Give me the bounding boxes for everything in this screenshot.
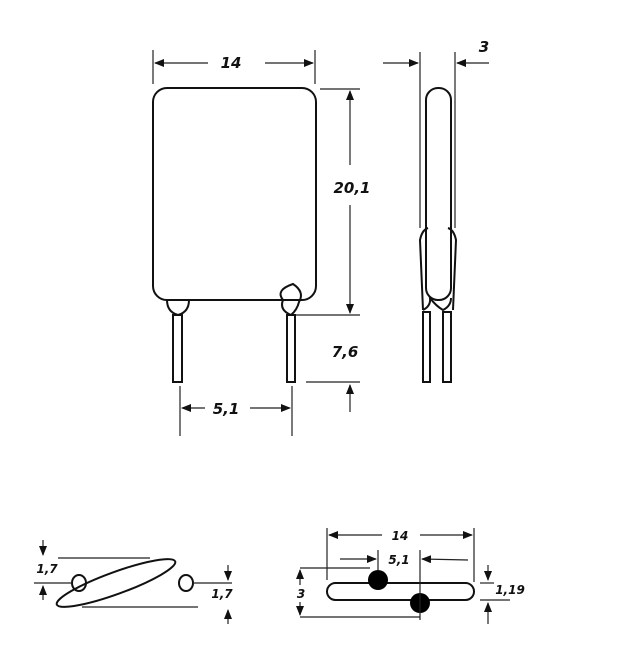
- side-body: [425, 87, 452, 301]
- lead-left: [172, 314, 183, 383]
- side-coating: [418, 227, 458, 311]
- lead-dot-top: [368, 570, 388, 590]
- lead-circle-right: [178, 574, 194, 592]
- pitch-dimension: 5,1: [213, 400, 240, 418]
- lead-bulb-left: [166, 299, 190, 317]
- slot-body: [326, 582, 475, 601]
- pitch-dimension-bottom: 5,1: [388, 553, 409, 567]
- bottom-right-view: 14 5,1 3 1,19: [296, 528, 525, 624]
- lead-bulb-right: [279, 282, 302, 317]
- front-view: 14 20,1 7,6 5,1: [152, 50, 371, 436]
- width-dimension: 14: [221, 54, 242, 72]
- side-lead-right: [442, 311, 452, 383]
- width-dimension-bottom: 14: [392, 529, 409, 543]
- depth-dimension: 3: [297, 587, 305, 601]
- offset-bottom-dimension: 1,7: [211, 587, 233, 601]
- side-lead-left: [422, 311, 431, 383]
- tilted-body: [55, 558, 177, 608]
- component-body: [152, 87, 317, 301]
- slot-dimension: 1,19: [495, 583, 525, 597]
- lead-right: [286, 314, 296, 383]
- lead-length-dimension: 7,6: [332, 343, 359, 361]
- side-view: 3: [383, 38, 489, 383]
- bottom-left-view: 1,7 1,7: [34, 540, 233, 624]
- lead-circle-left: [71, 574, 87, 592]
- height-dimension: 20,1: [333, 179, 370, 197]
- thickness-dimension: 3: [479, 38, 489, 56]
- side-coating-bottom: [422, 294, 452, 312]
- offset-top-dimension: 1,7: [36, 562, 58, 576]
